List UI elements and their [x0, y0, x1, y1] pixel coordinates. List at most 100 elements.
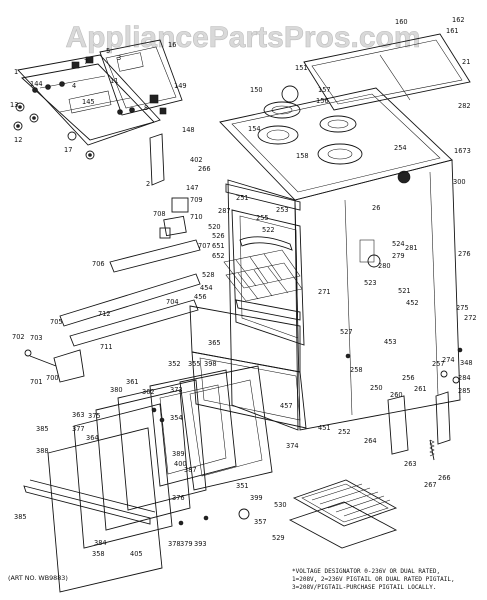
label-161: 161: [446, 27, 459, 35]
label-530: 530: [274, 501, 287, 509]
label-13: 13: [10, 101, 18, 109]
surface-burners: [257, 85, 411, 184]
label-399: 399: [250, 494, 263, 502]
label-251: 251: [236, 194, 249, 202]
label-160: 160: [395, 18, 408, 26]
label-520: 520: [208, 223, 221, 231]
label-16: 16: [168, 41, 176, 49]
label-149: 149: [174, 82, 187, 90]
label-11: 11: [110, 77, 118, 85]
label-21: 21: [462, 58, 470, 66]
footnote-line-3: 3=208V/PIGTAIL-PURCHASE PIGTAIL LOCALLY.: [292, 584, 437, 591]
label-378: 378: [168, 540, 181, 548]
label-147: 147: [186, 184, 199, 192]
label-521: 521: [398, 287, 411, 295]
label-703: 703: [30, 334, 43, 342]
label-705: 705: [50, 318, 63, 326]
label-255: 255: [256, 214, 269, 222]
label-274: 274: [442, 356, 455, 364]
oven-racks: [223, 249, 303, 302]
label-272: 272: [464, 314, 477, 322]
callout-labels: 160 162 161 16 21 3 5 282 151 150 157 15…: [10, 16, 477, 558]
label-701: 701: [30, 378, 43, 386]
label-384: 384: [94, 539, 107, 547]
oven-cavity: [223, 209, 305, 346]
label-387: 387: [184, 466, 197, 474]
label-375: 375: [88, 412, 101, 420]
label-284: 284: [458, 374, 471, 382]
label-158: 158: [296, 152, 309, 160]
art-number: (ART NO. WB9883): [8, 574, 68, 582]
label-702: 702: [12, 333, 25, 341]
label-365: 365: [208, 339, 221, 347]
label-357: 357: [254, 518, 267, 526]
label-2: 2: [146, 180, 150, 188]
label-257: 257: [432, 360, 445, 368]
label-524: 524: [392, 240, 405, 248]
label-363: 363: [72, 411, 85, 419]
label-260: 260: [390, 391, 403, 399]
label-300: 300: [453, 178, 466, 186]
label-144: 144: [30, 80, 43, 88]
label-385: 385: [36, 425, 49, 433]
label-355: 355: [188, 360, 201, 368]
label-358: 358: [92, 550, 105, 558]
label-280: 280: [378, 262, 391, 270]
label-389: 389: [172, 450, 185, 458]
label-385b: 385: [14, 513, 27, 521]
label-522: 522: [262, 226, 275, 234]
label-151: 151: [295, 64, 308, 72]
label-145: 145: [82, 98, 95, 106]
label-710: 710: [190, 213, 203, 221]
label-380: 380: [110, 386, 123, 394]
label-523: 523: [364, 279, 377, 287]
label-3: 3: [117, 54, 121, 62]
label-379: 379: [180, 540, 193, 548]
label-376: 376: [172, 494, 185, 502]
label-712: 712: [98, 310, 111, 318]
label-373: 373: [170, 386, 183, 394]
label-4: 4: [72, 82, 76, 90]
label-452: 452: [406, 299, 419, 307]
label-256: 256: [402, 374, 415, 382]
control-panel-assembly: [13, 39, 183, 186]
label-157: 157: [318, 86, 331, 94]
label-453: 453: [384, 338, 397, 346]
label-528: 528: [202, 271, 215, 279]
label-529: 529: [272, 534, 285, 542]
label-707: 707: [198, 242, 211, 250]
label-26: 26: [372, 204, 380, 212]
footnote-line-1: *VOLTAGE DESIGNATOR 0-236V OR DUAL RATED…: [292, 568, 440, 575]
label-285: 285: [458, 387, 471, 395]
label-398: 398: [204, 360, 217, 368]
label-8: 8: [144, 104, 148, 112]
label-400: 400: [174, 460, 187, 468]
label-402: 402: [190, 156, 203, 164]
label-457: 457: [280, 402, 293, 410]
label-156: 156: [316, 97, 329, 105]
label-364: 364: [86, 434, 99, 442]
label-150: 150: [250, 86, 263, 94]
label-7: 7: [84, 58, 88, 66]
label-1: 1: [14, 68, 18, 76]
label-362: 362: [142, 388, 155, 396]
label-276: 276: [458, 250, 471, 258]
label-352: 352: [168, 360, 181, 368]
oven-door-assembly: [23, 305, 460, 593]
label-12: 12: [14, 136, 22, 144]
label-267: 267: [424, 481, 437, 489]
label-377: 377: [72, 425, 85, 433]
rail-assembly: [24, 197, 201, 383]
label-526: 526: [212, 232, 225, 240]
label-405: 405: [130, 550, 143, 558]
label-266: 266: [198, 165, 211, 173]
label-253: 253: [276, 206, 289, 214]
label-454: 454: [200, 284, 213, 292]
label-271: 271: [318, 288, 331, 296]
label-264: 264: [364, 437, 377, 445]
label-700: 700: [46, 374, 59, 382]
label-266b: 266: [438, 474, 451, 482]
label-254: 254: [394, 144, 407, 152]
label-348: 348: [460, 359, 473, 367]
